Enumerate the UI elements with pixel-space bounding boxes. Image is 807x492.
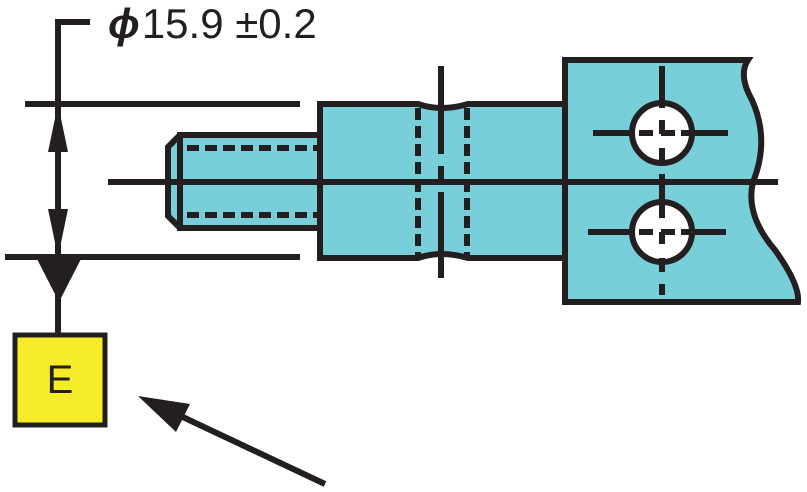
diameter-dimension: ϕ15.9 ±0.2 bbox=[108, 0, 317, 48]
dimension-tolerance: ±0.2 bbox=[235, 0, 317, 47]
shaft-body bbox=[317, 66, 568, 278]
diameter-symbol: ϕ bbox=[108, 0, 140, 47]
pointer-arrow bbox=[138, 396, 327, 487]
datum-box bbox=[12, 332, 108, 428]
datum-triangle bbox=[36, 257, 82, 302]
dimension-value: 15.9 bbox=[141, 0, 224, 47]
dimension-arrows bbox=[36, 104, 82, 302]
arrow-down-icon bbox=[48, 209, 68, 257]
arrow-up-icon bbox=[48, 104, 68, 152]
datum-label: E bbox=[46, 357, 74, 402]
